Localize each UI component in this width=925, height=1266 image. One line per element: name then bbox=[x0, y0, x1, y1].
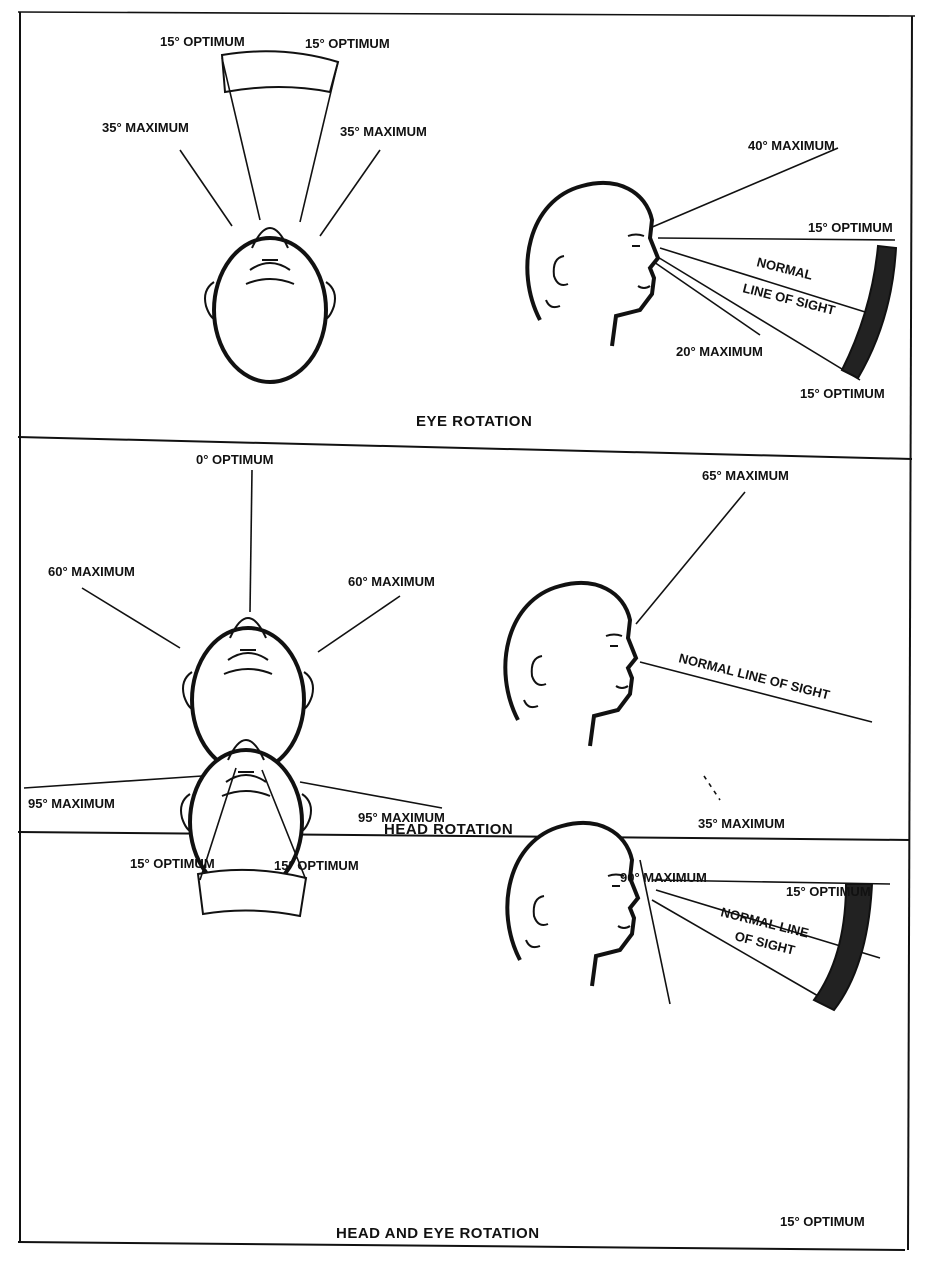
label-max-right: 95° MAXIMUM bbox=[358, 810, 445, 825]
label-optimum-right: 15° OPTIMUM bbox=[274, 858, 359, 873]
label-optimum-down: 15° OPTIMUM bbox=[780, 1214, 865, 1229]
top-view-head bbox=[205, 228, 335, 382]
label-normal-line: NORMAL LINE OF SIGHT bbox=[677, 650, 831, 702]
panel-eye-rotation: 15° OPTIMUM 15° OPTIMUM 35° MAXIMUM 35° … bbox=[102, 34, 896, 430]
label-normal-line-2: LINE OF SIGHT bbox=[741, 280, 836, 317]
side-view-head bbox=[507, 823, 638, 986]
panel-head-rotation: 0° OPTIMUM 60° MAXIMUM 60° MAXIMUM 65° M… bbox=[48, 452, 872, 838]
side-view-head bbox=[527, 183, 658, 346]
top-view-sightlines bbox=[180, 51, 380, 236]
label-max-up: 40° MAXIMUM bbox=[748, 138, 835, 153]
label-max-up: 90° MAXIMUM bbox=[620, 870, 707, 885]
label-optimum-up: 15° OPTIMUM bbox=[808, 220, 893, 235]
label-optimum-left: 15° OPTIMUM bbox=[130, 856, 215, 871]
side-view-head bbox=[505, 583, 636, 746]
panel-caption: EYE ROTATION bbox=[416, 413, 532, 430]
label-normal-line-1: NORMAL bbox=[755, 254, 814, 282]
top-view-sightlines bbox=[82, 470, 400, 652]
label-max-left: 35° MAXIMUM bbox=[102, 120, 189, 135]
label-max-right: 60° MAXIMUM bbox=[348, 574, 435, 589]
label-optimum-up: 15° OPTIMUM bbox=[786, 884, 871, 899]
label-max-left: 60° MAXIMUM bbox=[48, 564, 135, 579]
label-optimum: 0° OPTIMUM bbox=[196, 452, 273, 467]
panel-caption: HEAD AND EYE ROTATION bbox=[336, 1225, 540, 1242]
label-max-right: 35° MAXIMUM bbox=[340, 124, 427, 139]
label-optimum-left: 15° OPTIMUM bbox=[160, 34, 245, 49]
label-max-down: 35° MAXIMUM bbox=[698, 816, 785, 831]
label-max-left: 95° MAXIMUM bbox=[28, 796, 115, 811]
label-optimum-down: 15° OPTIMUM bbox=[800, 386, 885, 401]
label-max-up: 65° MAXIMUM bbox=[702, 468, 789, 483]
label-max-down: 20° MAXIMUM bbox=[676, 344, 763, 359]
side-view-sightlines bbox=[636, 492, 872, 800]
label-optimum-right: 15° OPTIMUM bbox=[305, 36, 390, 51]
